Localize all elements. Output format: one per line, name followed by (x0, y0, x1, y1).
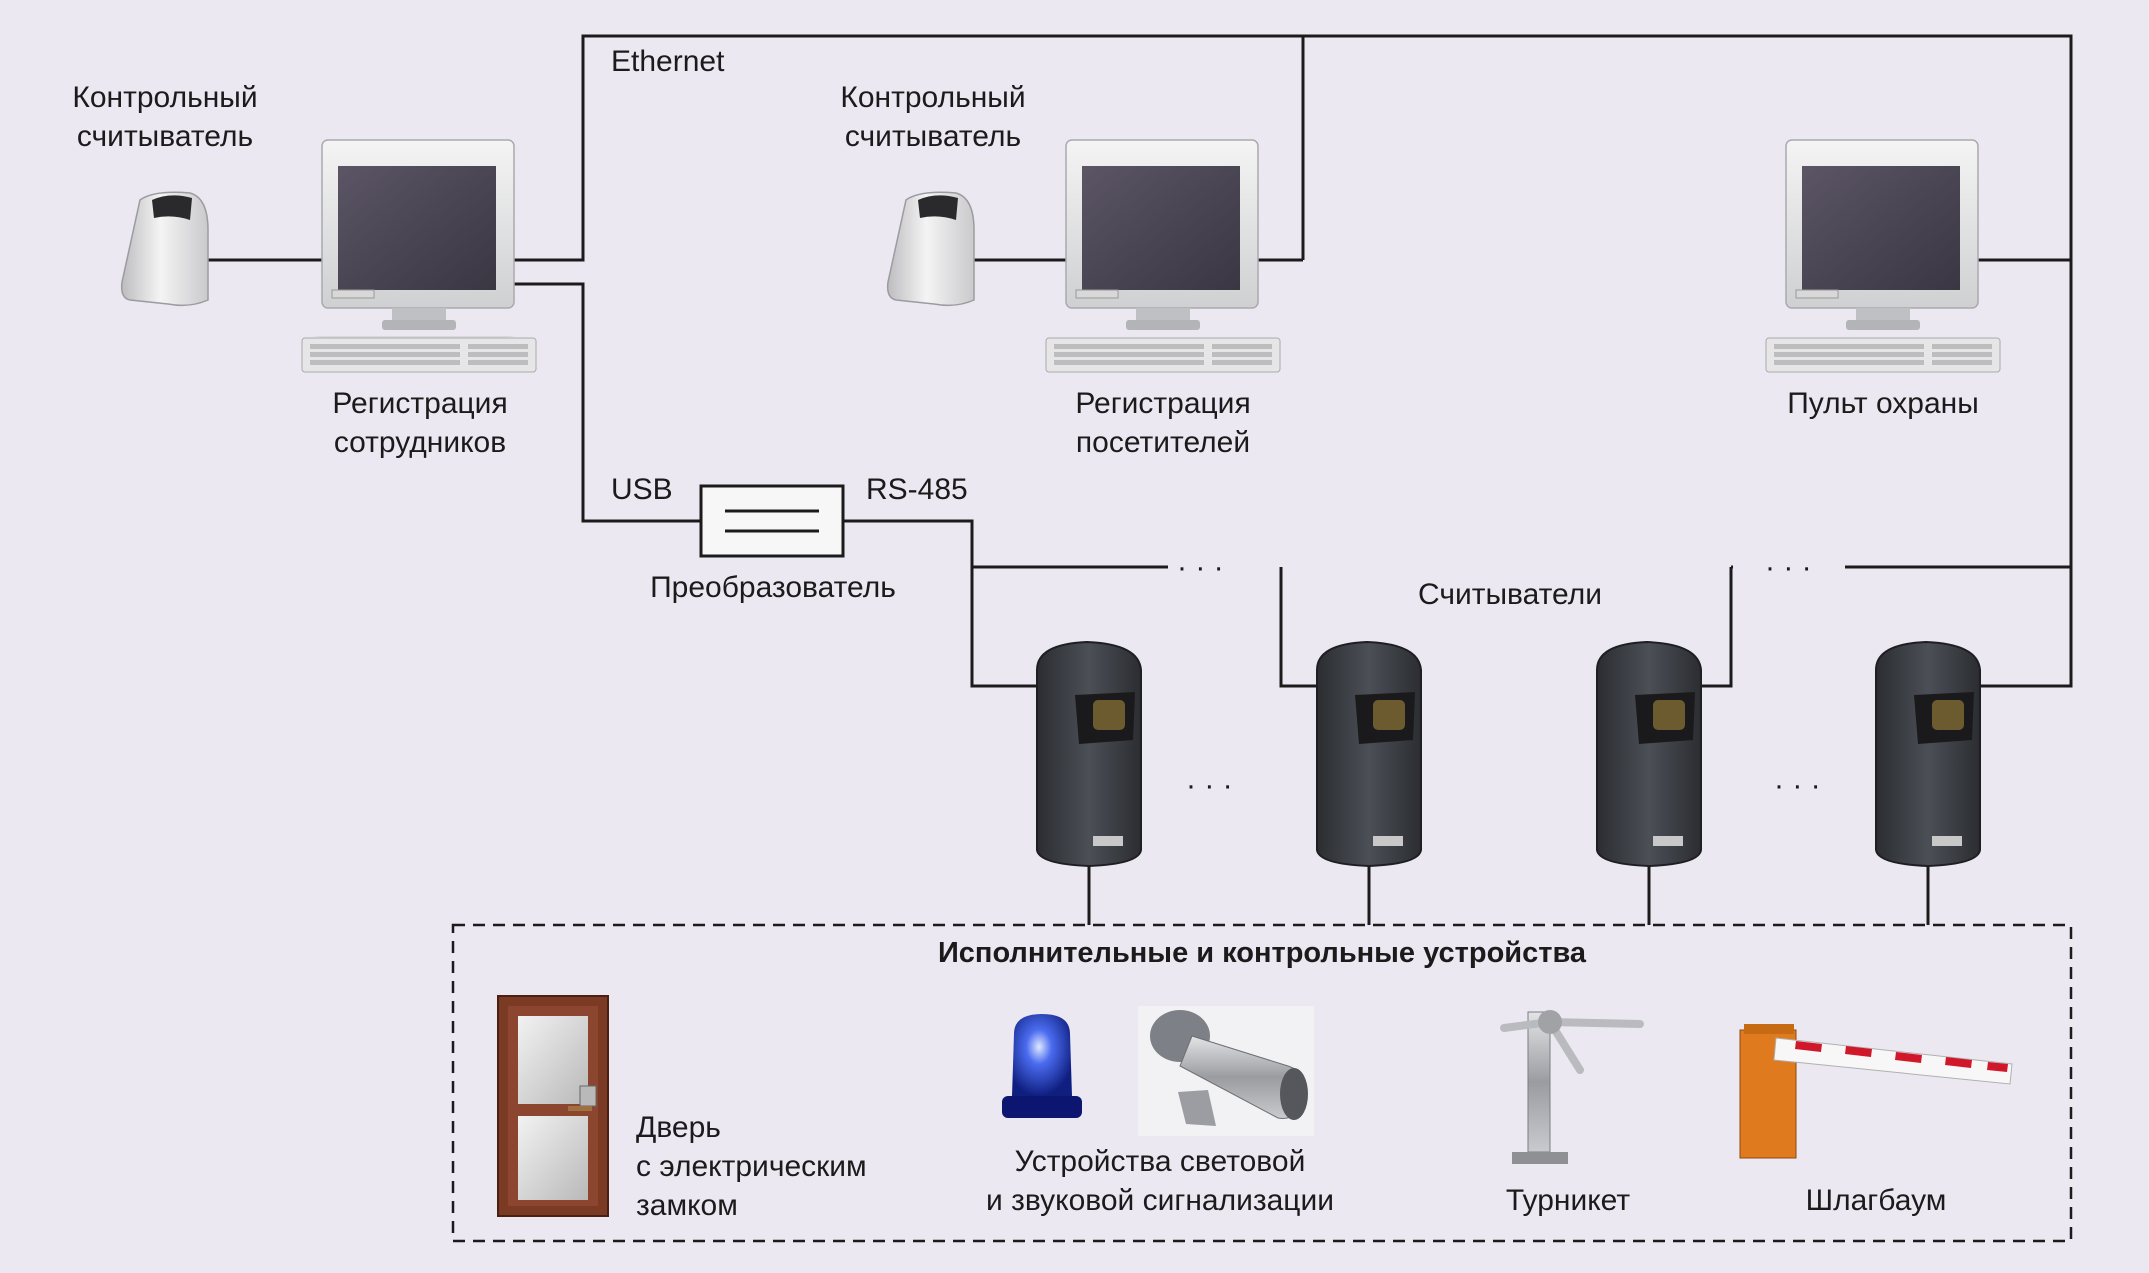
fingerprint-reader-icon (120, 191, 209, 307)
ellipsis-mid-2: · · · (1774, 769, 1821, 802)
rs485-bus-c (1702, 567, 1733, 688)
label-line: Регистрация (332, 387, 508, 420)
fingerprint-reader-icon (1316, 640, 1422, 868)
door-icon (497, 995, 609, 1217)
label-line: Контрольный (72, 81, 258, 114)
readers-label: Считыватели (1418, 578, 1602, 611)
fingerprint-reader-icon (886, 191, 975, 307)
label-line: и звуковой сигнализации (985, 1184, 1334, 1217)
computer-icon (301, 139, 538, 373)
door-label: Дверь с электрическим замком (636, 1108, 867, 1225)
ethernet-label: Ethernet (611, 45, 725, 78)
siren-icon (1138, 1006, 1314, 1136)
label-line: Контрольный (840, 81, 1026, 114)
devices-title: Исполнительные и контрольные устройства (937, 937, 1587, 969)
barrier-icon (1739, 1024, 2013, 1159)
ellipsis-mid-1: · · · (1186, 769, 1233, 802)
control-reader-label-2: Контрольный считыватель (828, 78, 1038, 156)
rs485-label: RS-485 (866, 473, 968, 506)
label-line: считыватель (844, 120, 1022, 153)
label-line: считыватель (76, 120, 254, 153)
fingerprint-reader-icon (1596, 640, 1702, 868)
staff-registration-label: Регистрация сотрудников (300, 384, 540, 462)
converter-label: Преобразователь (650, 571, 896, 604)
control-reader-label-1: Контрольный считыватель (60, 78, 270, 156)
turnstile-label: Турникет (1505, 1184, 1631, 1217)
label-line: замком (636, 1189, 738, 1222)
label-line: Устройства световой (1014, 1145, 1306, 1178)
usb-label: USB (611, 473, 673, 506)
fingerprint-reader-icon (1036, 640, 1142, 868)
security-console-label: Пульт охраны (1787, 387, 1979, 420)
computer-icon (1045, 139, 1281, 373)
fingerprint-reader-icon (1875, 640, 1981, 868)
wiring (207, 34, 2073, 925)
label-line: посетителей (1075, 426, 1251, 459)
usb-wire (507, 282, 701, 523)
rs485-bus-b (1279, 567, 1320, 688)
computer-icon (1765, 139, 2001, 373)
label-line: Дверь (636, 1111, 721, 1144)
label-line: с электрическим (636, 1150, 867, 1183)
label-line: Регистрация (1075, 387, 1251, 420)
turnstile-icon (1500, 1010, 1644, 1164)
ellipsis-top-1: · · · (1177, 551, 1224, 584)
rs485-bus-f (1980, 567, 2073, 688)
beacon-icon (1002, 1014, 1082, 1118)
converter-icon (699, 484, 845, 558)
devices-box (451, 923, 2073, 1243)
visitor-registration-label: Регистрация посетителей (1043, 384, 1283, 462)
signal-devices-label: Устройства световой и звуковой сигнализа… (960, 1142, 1360, 1220)
label-line: сотрудников (333, 426, 507, 459)
ethernet-bus (507, 34, 2073, 570)
barrier-label: Шлагбаум (1805, 1184, 1947, 1217)
ellipsis-top-2: · · · (1765, 551, 1812, 584)
rs485-wire (843, 519, 1040, 688)
